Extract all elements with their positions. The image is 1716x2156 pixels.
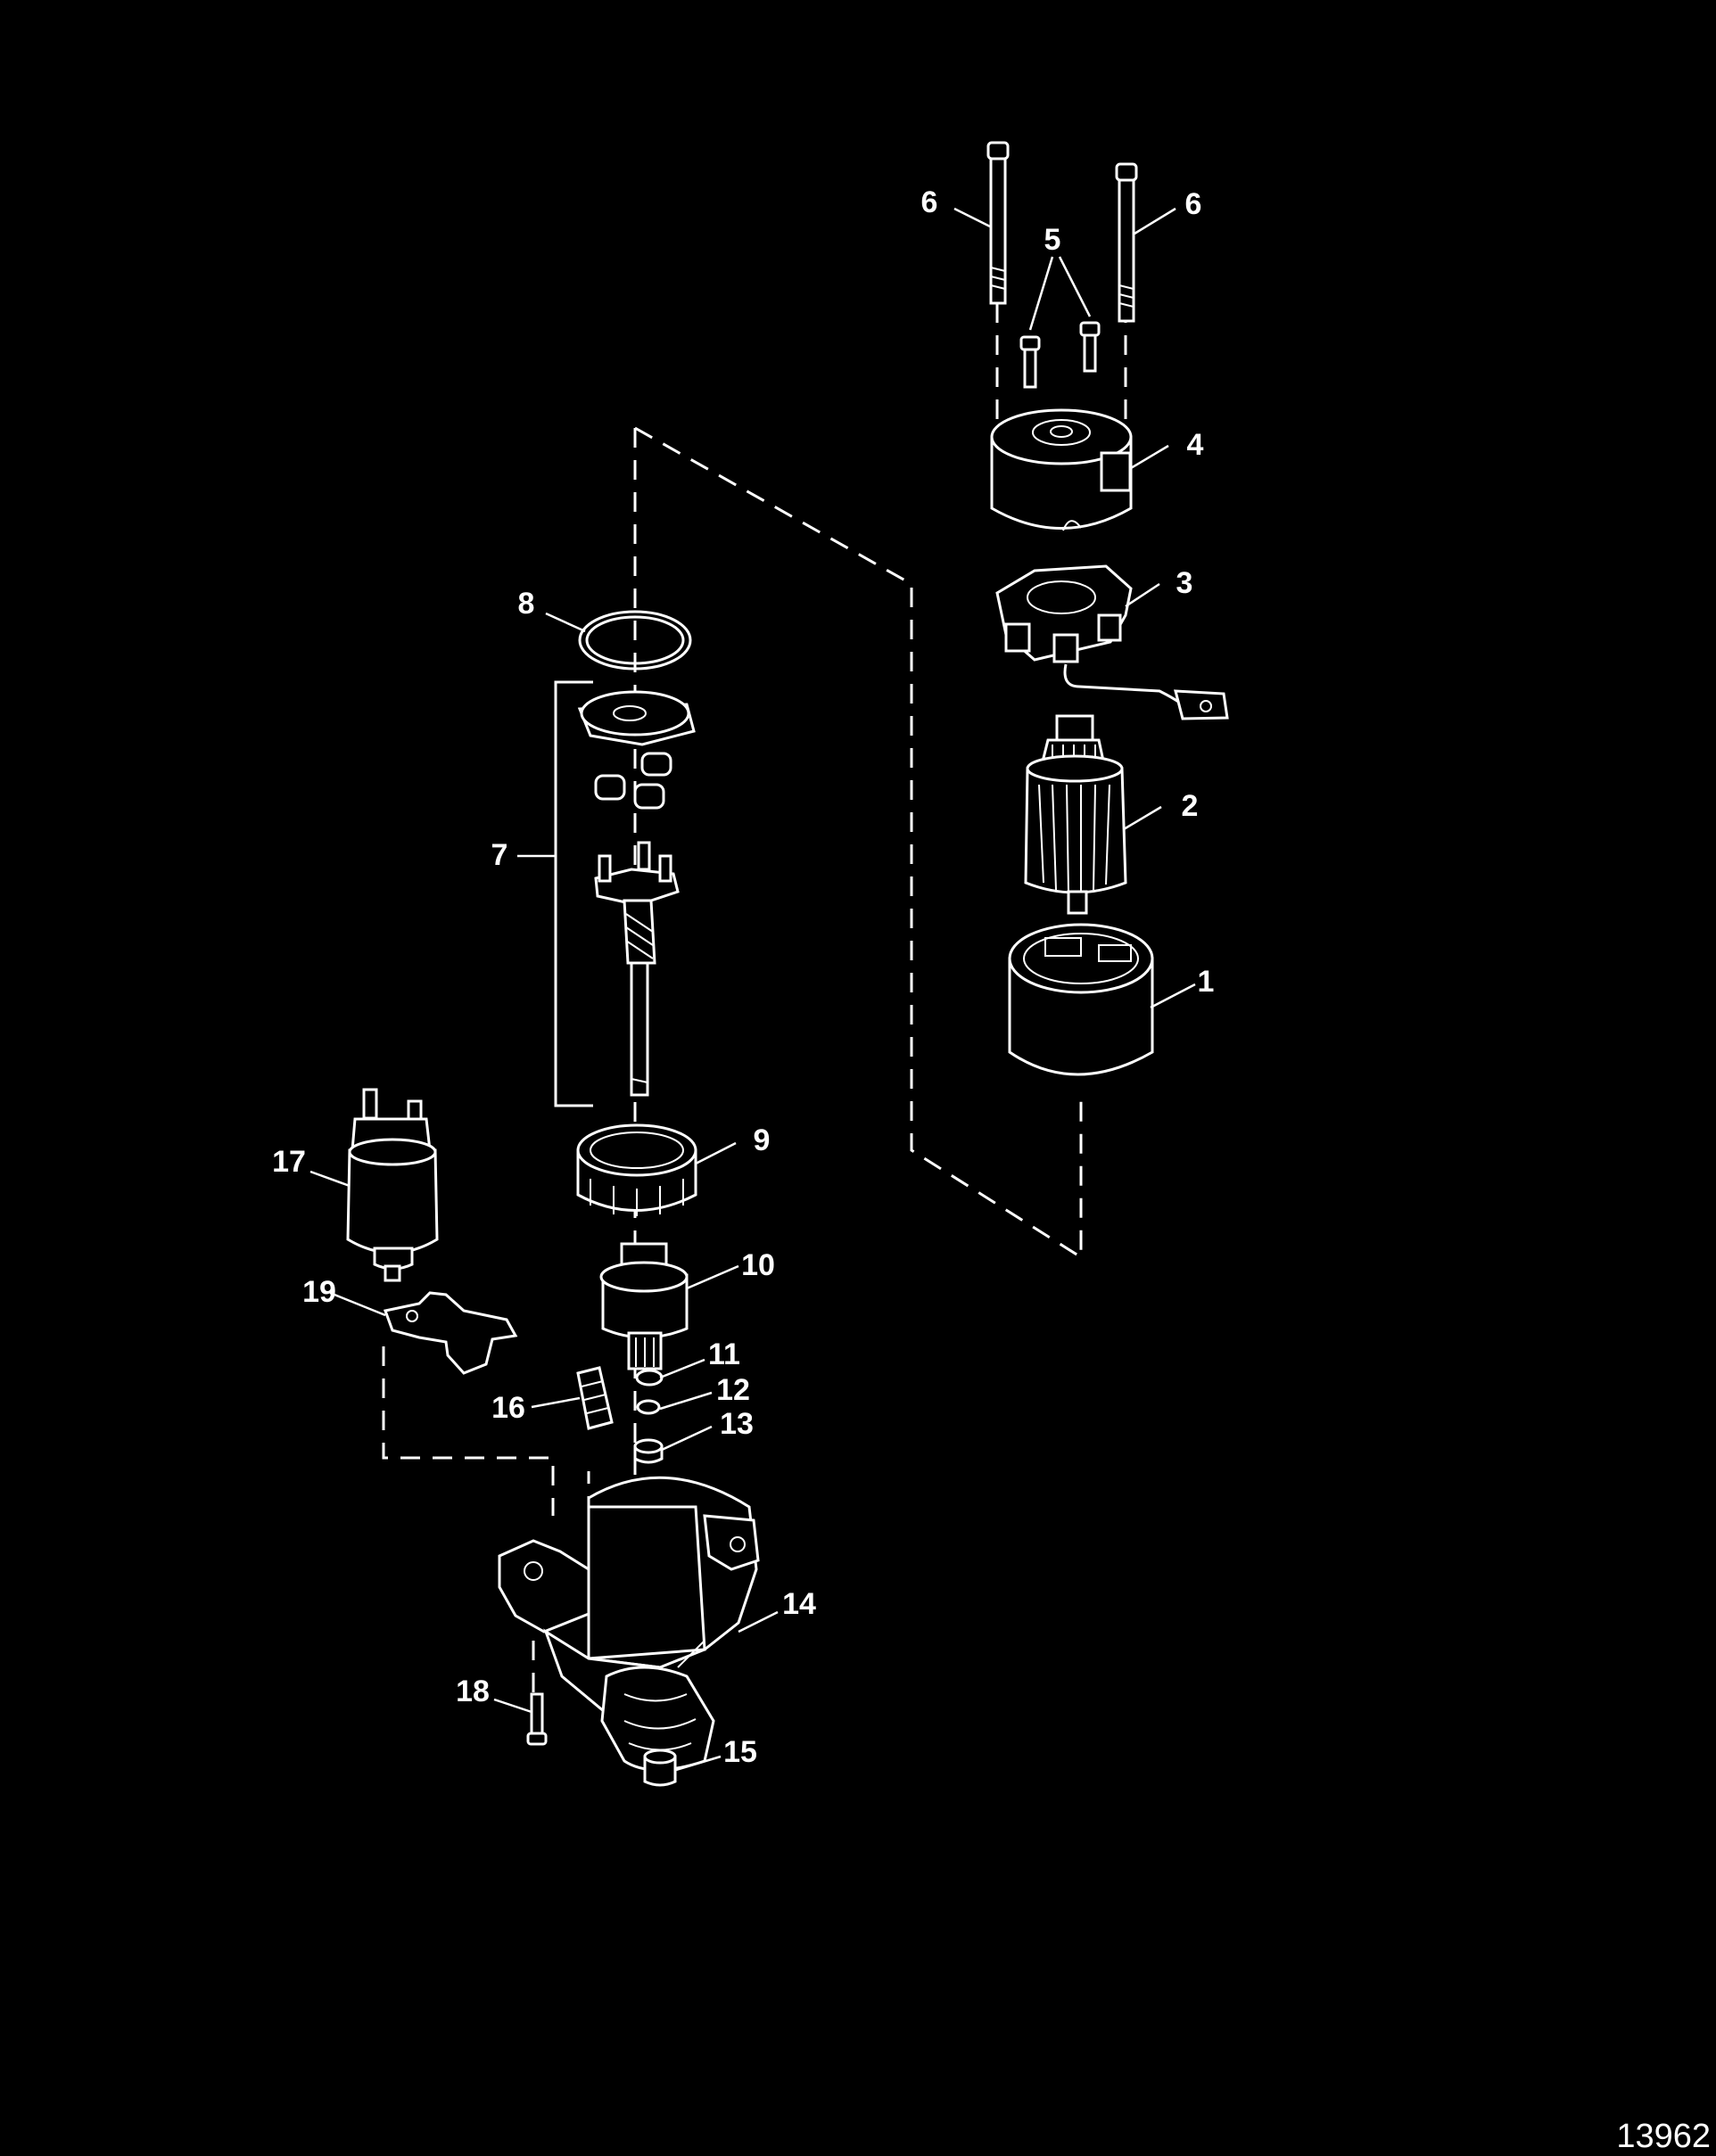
callout-12: 12 (716, 1373, 750, 1407)
callout-2: 2 (1182, 789, 1199, 823)
washer-12 (636, 1399, 661, 1415)
part-7-bracket (554, 680, 593, 1107)
callout-1: 1 (1198, 965, 1215, 999)
shift-lever (383, 1291, 518, 1375)
bolt-18 (526, 1692, 548, 1746)
callout-labels: 6 6 5 4 3 2 1 8 7 9 10 11 12 13 16 17 19… (272, 185, 1214, 1769)
armature (1024, 714, 1127, 915)
o-ring (578, 610, 692, 671)
callout-19: 19 (302, 1275, 336, 1309)
leader-lines (309, 207, 1196, 1772)
callout-6b: 6 (1185, 187, 1202, 221)
through-bolt-left (986, 141, 1010, 305)
callout-11: 11 (708, 1337, 740, 1371)
callout-7: 7 (491, 838, 508, 872)
callout-3: 3 (1176, 566, 1193, 600)
bushing-15 (643, 1749, 677, 1787)
callout-15: 15 (723, 1735, 757, 1769)
planetary-gear-set (577, 690, 696, 1097)
spring-16 (576, 1366, 614, 1430)
callout-18: 18 (456, 1675, 490, 1708)
nut-13 (633, 1438, 664, 1464)
retainer-11 (635, 1369, 664, 1387)
callout-4: 4 (1187, 428, 1204, 462)
drive-housing (498, 1476, 760, 1772)
callout-13: 13 (720, 1407, 754, 1441)
callout-6a: 6 (921, 185, 938, 219)
callout-14: 14 (782, 1587, 816, 1621)
screw-left (1019, 335, 1041, 389)
field-frame-housing (1008, 923, 1154, 1076)
through-bolt-right (1115, 162, 1138, 323)
drive-pinion (599, 1242, 689, 1370)
callout-10: 10 (741, 1248, 775, 1282)
figure-number: 13962 (1616, 2118, 1711, 2155)
callout-16: 16 (491, 1391, 525, 1425)
ring-gear (576, 1123, 697, 1216)
screw-right (1079, 321, 1101, 373)
callout-8: 8 (518, 587, 535, 621)
brush-plate (995, 564, 1229, 720)
callout-17: 17 (272, 1145, 306, 1179)
solenoid (346, 1088, 439, 1282)
callout-5: 5 (1044, 223, 1061, 257)
commutator-end-cap (990, 408, 1133, 531)
callout-9: 9 (754, 1123, 771, 1157)
